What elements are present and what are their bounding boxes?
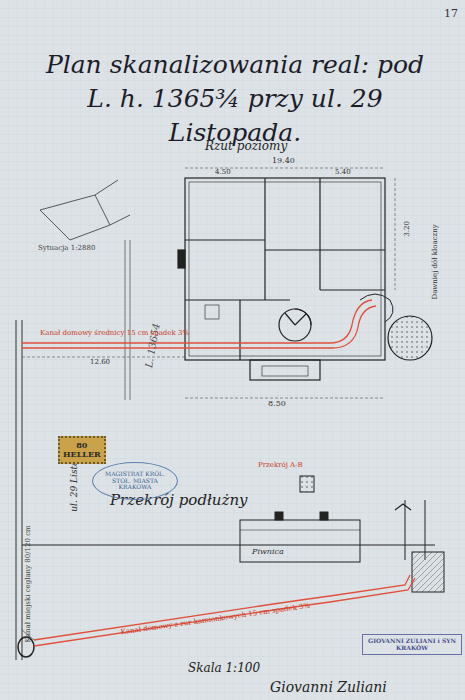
drawing-label: 17 <box>444 8 458 20</box>
stamp-text: 80 <box>63 441 101 450</box>
drawing-label: 19.40 <box>272 157 295 166</box>
drawing-label: Przekrój podłużny <box>110 492 248 509</box>
drawing-label: Skala 1:100 <box>188 662 260 675</box>
stamp-text: KRAKÓW <box>368 645 456 652</box>
floor-plan <box>178 178 385 380</box>
sewer-pipe-plan <box>22 300 376 348</box>
drawing-label: Sytuacja 1:2880 <box>38 245 95 253</box>
tree-row <box>125 240 130 400</box>
drawing-label: 8.50 <box>268 400 286 409</box>
drawing-label: 4.50 <box>215 169 231 177</box>
sheet-title: Plan skanalizowania real: pod L. h. 1365… <box>40 48 430 149</box>
longitudinal-section <box>22 476 444 592</box>
dimension-line <box>22 168 395 398</box>
stamp-text: HELLER <box>63 450 101 459</box>
contractor-stamp: GIOVANNI ZULIANI i SYNKRAKÓW <box>362 634 462 655</box>
sewer-pipe-section <box>34 575 415 646</box>
drawing-label: Piwnica <box>252 548 284 557</box>
drawing-label: Rzut poziomy <box>205 140 287 153</box>
street-line <box>16 320 22 660</box>
drawing-label: Kanał miejski ceglany 80/120 cm <box>25 525 33 642</box>
stamp-text: MAGISTRAT KRÓL. STOŁ. MIASTA KRAKOWA <box>103 471 167 491</box>
drawing-label: 12.60 <box>90 359 110 367</box>
stamp-text: GIOVANNI ZULIANI i SYN <box>368 638 456 645</box>
drawing-label: Giovanni Zuliani <box>270 680 387 695</box>
drawing-label: 3.20 <box>404 221 412 237</box>
drawing-label: Kanał domowy średnicy 15 cm spadek 3% <box>40 330 189 338</box>
cesspit <box>360 294 432 360</box>
drawing-label: Dawniej dół kloaczny <box>432 224 440 299</box>
office-stamp: MAGISTRAT KRÓL. STOŁ. MIASTA KRAKOWA <box>92 462 178 500</box>
site-inset <box>40 180 130 240</box>
tax-stamp: 80HELLER <box>58 436 106 464</box>
drawing-label: 5.40 <box>335 169 351 177</box>
drawing-label: Przekrój A-B <box>258 462 303 470</box>
